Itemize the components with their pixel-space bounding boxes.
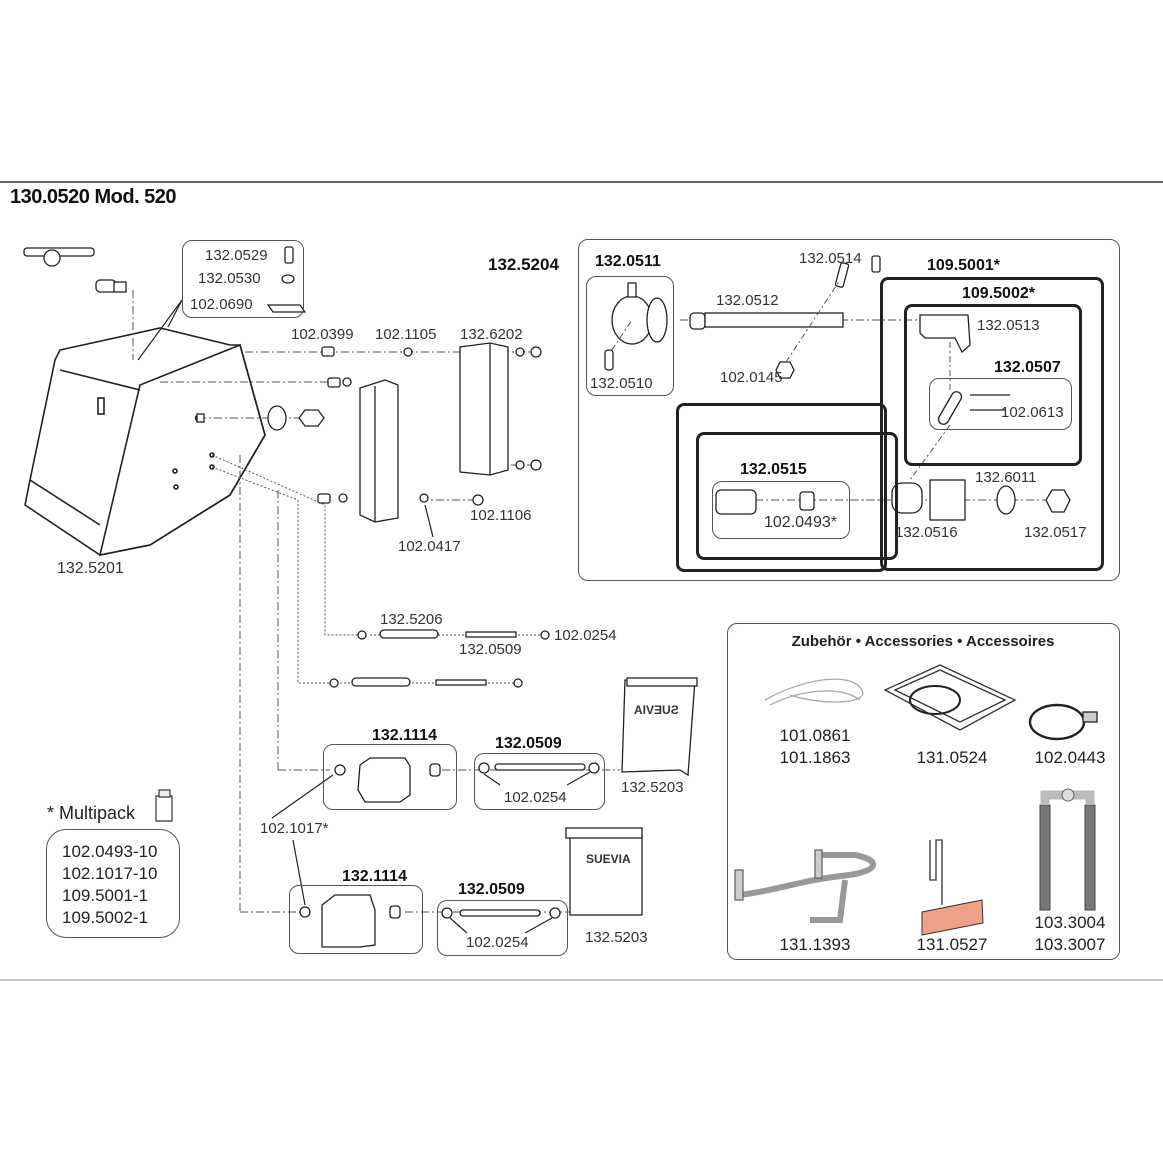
multipack-label: * Multipack bbox=[47, 803, 136, 823]
multipack-item: 102.1017-10 bbox=[62, 864, 158, 883]
accessory-cable: 101.0861 101.1863 bbox=[760, 725, 870, 769]
label-valve-body: 132.0516 bbox=[895, 524, 958, 541]
valve-assembly-drawing bbox=[23, 247, 127, 293]
lower-2-cover: 132.5203 bbox=[585, 929, 648, 946]
multipack-list: 102.0493-10 102.1017-10 109.5001-1 109.5… bbox=[62, 841, 157, 929]
label-bracket: 132.6202 bbox=[460, 326, 523, 343]
label-bolt-3: 102.0690 bbox=[190, 296, 253, 313]
frame-drawing bbox=[24, 327, 266, 557]
bolt-set-box bbox=[182, 240, 304, 318]
group-5001-outline bbox=[880, 277, 1104, 571]
accessories-box bbox=[727, 623, 1120, 960]
lower-valve-1-box bbox=[323, 744, 457, 810]
group-5001-lower-outline bbox=[676, 403, 887, 572]
accessory-code: 102.0443 bbox=[1034, 748, 1106, 767]
accessory-code: 131.0524 bbox=[916, 748, 988, 767]
lower-valve-2-box bbox=[289, 885, 423, 954]
label-bolt-2: 132.0530 bbox=[198, 270, 261, 287]
label-rod-1: 132.5206 bbox=[380, 611, 443, 628]
u-pipe-drawing bbox=[1039, 788, 1096, 911]
label-bush: 102.0493* bbox=[764, 514, 837, 531]
lower-1-valve-title: 132.1114 bbox=[372, 727, 437, 744]
label-plate: 132.0513 bbox=[977, 317, 1040, 334]
group-5001-title: 109.5001* bbox=[927, 257, 1000, 274]
lower-1-rod-nuts: 102.0254 bbox=[504, 789, 567, 806]
label-pin: 102.0613 bbox=[1001, 404, 1064, 421]
label-rod-2: 132.0509 bbox=[459, 641, 522, 658]
accessory-code: 103.3007 bbox=[1034, 935, 1106, 954]
label-washer-top: 102.1105 bbox=[375, 326, 437, 343]
group-5002-lower-outline bbox=[696, 432, 898, 560]
accessory-code: 103.3004 bbox=[1034, 913, 1106, 932]
lower-rod-1-box bbox=[474, 753, 605, 810]
label-nut-0145: 102.0145 bbox=[720, 369, 783, 386]
lower-2-rod-title: 132.0509 bbox=[458, 881, 525, 898]
lower-rod-2-box bbox=[437, 900, 568, 956]
sub-0511-title: 132.0511 bbox=[595, 253, 661, 270]
multipack-item: 109.5001-1 bbox=[62, 886, 149, 905]
lower-2-cover-brand: SUEVIA bbox=[586, 852, 631, 866]
label-shaft: 132.0512 bbox=[716, 292, 779, 309]
accessory-heating-plate: 131.0524 bbox=[897, 747, 1007, 769]
sub-0515-box bbox=[712, 481, 850, 539]
label-washer-mid: 102.0417 bbox=[398, 538, 461, 555]
lower-valve-2-drawing bbox=[299, 827, 643, 948]
lower-valve-1-drawing bbox=[334, 677, 698, 803]
assembly-5204-box bbox=[578, 239, 1120, 581]
label-screw-0510: 132.0510 bbox=[590, 375, 653, 392]
multipack-item: 109.5002-1 bbox=[62, 908, 149, 927]
sub-0511-box bbox=[586, 276, 674, 396]
label-lock-nut: 132.0517 bbox=[1024, 524, 1087, 541]
accessories-drawing bbox=[734, 664, 1098, 923]
heater-plate bbox=[921, 899, 984, 936]
accessory-code: 101.1863 bbox=[779, 748, 851, 767]
accessory-code: 131.1393 bbox=[779, 935, 851, 954]
sub-0507-title: 132.0507 bbox=[994, 359, 1061, 376]
label-screw-0514: 132.0514 bbox=[799, 250, 862, 267]
page-title: 130.0520 Mod. 520 bbox=[10, 186, 177, 208]
accessory-code: 101.0861 bbox=[779, 726, 851, 745]
label-nut: 102.1106 bbox=[470, 507, 532, 524]
lower-2-rod-nuts: 102.0254 bbox=[466, 934, 529, 951]
accessory-code: 131.0527 bbox=[916, 935, 988, 954]
pointer-arrows bbox=[137, 299, 591, 934]
multipack-item: 102.0493-10 bbox=[62, 842, 158, 861]
lower-1-rod-title: 132.0509 bbox=[495, 735, 562, 752]
assembly-5204-title: 132.5204 bbox=[488, 255, 559, 274]
accessory-heating-cable: 102.0443 bbox=[1015, 747, 1125, 769]
label-bolt-1: 132.0529 bbox=[205, 247, 268, 264]
label-rod-nut: 102.0254 bbox=[554, 627, 617, 644]
multipack-box bbox=[46, 829, 180, 938]
lower-2-valve-title: 132.1114 bbox=[342, 868, 407, 885]
lower-1-cover-brand: SUEVIA bbox=[634, 703, 679, 717]
sub-0515-title: 132.0515 bbox=[740, 461, 807, 478]
group-5002-title: 109.5002* bbox=[962, 285, 1035, 302]
assembly-5204-guides bbox=[611, 279, 951, 481]
accessory-pipe-rail: 131.1393 bbox=[760, 934, 870, 956]
assembly-5204-drawing bbox=[604, 255, 1071, 521]
accessories-title: Zubehör • Accessories • Accessoires bbox=[791, 633, 1055, 650]
sub-0507-box bbox=[929, 378, 1072, 430]
label-gasket: 132.6011 bbox=[975, 469, 1037, 486]
multipack-box-icon bbox=[155, 789, 173, 822]
label-frame: 132.5201 bbox=[57, 560, 124, 577]
accessory-heater-element: 131.0527 bbox=[897, 934, 1007, 956]
group-5002-outline bbox=[904, 304, 1082, 466]
lower-1-cover: 132.5203 bbox=[621, 779, 684, 796]
accessory-u-pipe: 103.3004 103.3007 bbox=[1015, 912, 1125, 956]
lower-1-bush: 102.1017* bbox=[260, 820, 329, 837]
label-bolt-top: 102.0399 bbox=[291, 326, 354, 343]
fasteners bbox=[196, 246, 550, 688]
